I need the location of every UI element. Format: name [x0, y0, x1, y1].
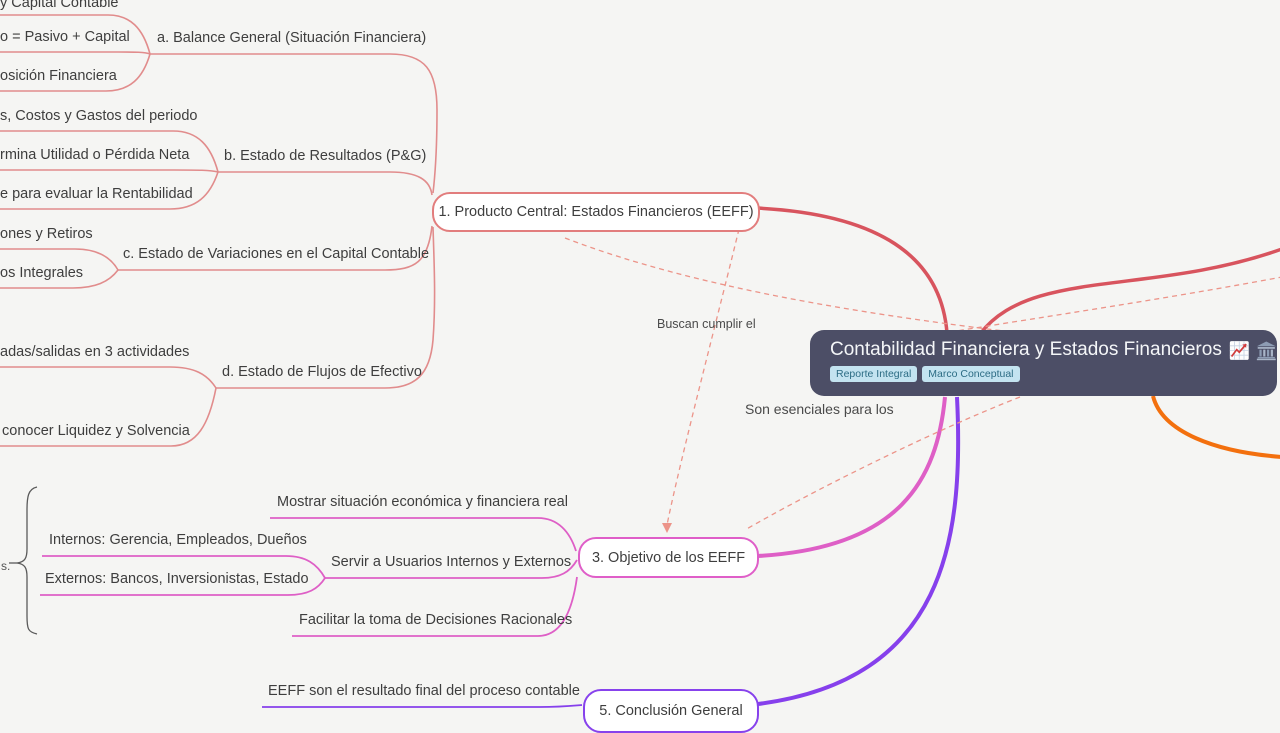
node-label-rentabilidad[interactable]: e para evaluar la Rentabilidad [0, 186, 193, 202]
root-link-conclusion [757, 396, 961, 706]
link-d2 [0, 387, 217, 447]
node-objetivo-eeff[interactable]: 3. Objetivo de los EEFF [578, 537, 759, 578]
branch5-links [262, 704, 583, 708]
node-label-utilidad-perdida[interactable]: rmina Utilidad o Pérdida Neta [0, 147, 190, 163]
link-a1 [0, 14, 151, 55]
link-a2 [0, 51, 151, 55]
link-m3 [292, 576, 578, 637]
branch3-links [40, 517, 578, 637]
node-label-retiros[interactable]: ones y Retiros [0, 226, 93, 242]
link-d1 [0, 366, 217, 389]
link-c1 [0, 248, 119, 271]
clipped-brace [9, 486, 38, 635]
branch1-links [0, 14, 438, 447]
relation-root-to-right [949, 276, 1280, 333]
node-label-capital-contable[interactable]: y Capital Contable [0, 0, 119, 11]
classical-building-icon [1257, 340, 1277, 360]
node-label-entradas-salidas[interactable]: adas/salidas en 3 actividades [0, 344, 190, 360]
tag-reporte-integral[interactable]: Reporte Integral [830, 366, 918, 382]
node-producto-central[interactable]: 1. Producto Central: Estados Financieros… [432, 192, 760, 232]
link-c [118, 225, 433, 271]
node-label-balance-general[interactable]: a. Balance General (Situación Financiera… [157, 30, 427, 46]
root-link-objetivo [757, 396, 947, 558]
root-link-offscreen-top-right [978, 247, 1280, 336]
root-node[interactable]: Contabilidad Financiera y Estados Financ… [810, 330, 1277, 396]
link-m1 [270, 517, 577, 552]
relation-arrowhead [662, 523, 672, 533]
link-a [150, 53, 438, 194]
link-k1 [262, 704, 583, 708]
root-tags: Reporte Integral Marco Conceptual [830, 366, 1277, 382]
link-u2 [40, 577, 326, 596]
node-label-mostrar-situacion[interactable]: Mostrar situación económica y financiera… [277, 494, 568, 510]
node-label-usuarios-internos[interactable]: Internos: Gerencia, Empleados, Dueños [49, 532, 307, 548]
link-a3 [0, 53, 151, 92]
node-label-costos-gastos[interactable]: s, Costos y Gastos del periodo [0, 108, 198, 124]
link-b1 [0, 130, 219, 173]
link-m2 [325, 559, 578, 579]
node-label-resultado-proceso-contable[interactable]: EEFF son el resultado final del proceso … [268, 683, 580, 699]
root-link-offscreen-right-orange [1151, 395, 1280, 459]
node-conclusion-general[interactable]: 5. Conclusión General [583, 689, 759, 733]
link-b2 [0, 169, 219, 173]
node-label-servir-usuarios[interactable]: Servir a Usuarios Internos y Externos [331, 554, 572, 570]
relation-label-buscan-cumplir: Buscan cumplir el [657, 317, 756, 331]
node-label-activo-pasivo-capital[interactable]: o = Pasivo + Capital [0, 29, 130, 45]
chart-increasing-icon [1229, 340, 1249, 360]
relation-buscan-cumplir [666, 228, 740, 526]
clipped-node-fragment: s. [1, 559, 11, 573]
root-link-producto-central [755, 206, 949, 334]
relation-producto-to-right [564, 237, 1013, 333]
node-label-integrales[interactable]: os Integrales [0, 265, 84, 281]
link-c2 [0, 269, 119, 289]
node-label-variaciones-capital[interactable]: c. Estado de Variaciones en el Capital C… [123, 246, 430, 262]
node-label-estado-resultados[interactable]: b. Estado de Resultados (P&G) [224, 148, 427, 164]
link-u1 [42, 555, 326, 579]
relation-links [564, 228, 1280, 531]
node-label-posicion-financiera[interactable]: osición Financiera [0, 68, 117, 84]
node-label-flujos-efectivo[interactable]: d. Estado de Flujos de Efectivo [222, 364, 422, 380]
tag-marco-conceptual[interactable]: Marco Conceptual [922, 366, 1020, 382]
link-b [218, 171, 433, 196]
root-title: Contabilidad Financiera y Estados Financ… [830, 339, 1222, 360]
node-label-toma-decisiones[interactable]: Facilitar la toma de Decisiones Racional… [299, 612, 573, 628]
link-b3 [0, 171, 219, 210]
relation-son-esenciales [744, 396, 1021, 531]
relation-label-son-esenciales: Son esenciales para los [745, 401, 894, 417]
node-label-usuarios-externos[interactable]: Externos: Bancos, Inversionistas, Estado [45, 571, 309, 587]
node-label-liquidez-solvencia[interactable]: conocer Liquidez y Solvencia [2, 423, 190, 439]
link-d [216, 226, 436, 389]
